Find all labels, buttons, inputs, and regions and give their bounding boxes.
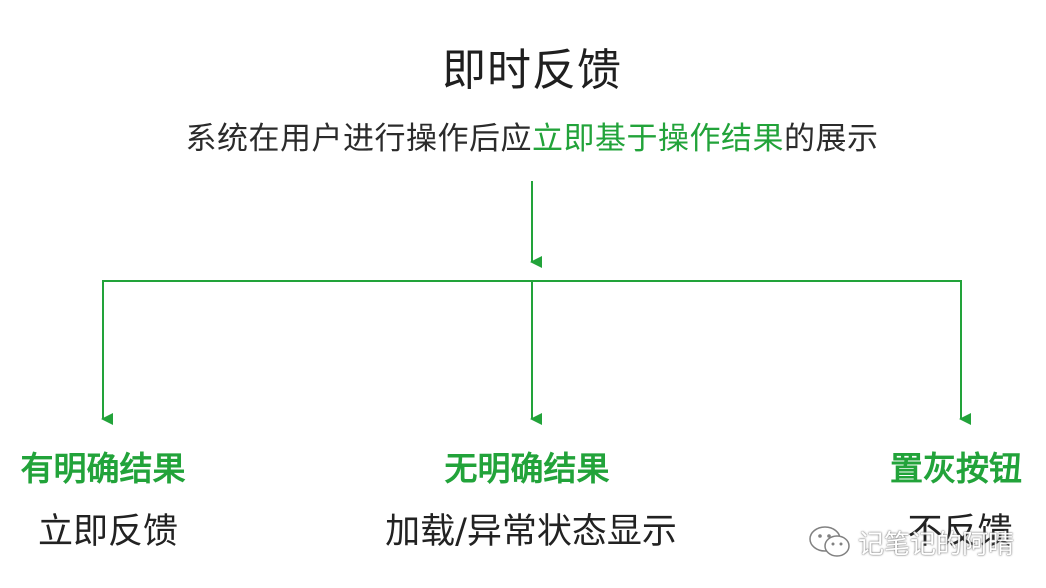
subtitle-text-after: 的展示 [784,121,879,157]
branch-title-clear-result: 有明确结果 [20,449,186,488]
branch-desc-no-clear-result: 加载/异常状态显示 [385,512,677,552]
watermark: 记笔记的阿晴 [808,522,1014,562]
diagram-subtitle: 系统在用户进行操作后应立即基于操作结果的展示 [0,113,1046,158]
subtitle-text-before: 系统在用户进行操作后应 [185,121,532,157]
diagram-title: 即时反馈 [442,45,622,96]
branch-desc-clear-result: 立即反馈 [37,512,179,552]
wechat-icon [809,526,850,557]
watermark-text: 记笔记的阿晴 [858,529,1015,560]
branch-desc-disabled-button: 不反馈 [907,512,1013,552]
branch-title-no-clear-result: 无明确结果 [444,449,610,488]
branch-title-disabled-button: 置灰按钮 [890,449,1022,488]
subtitle-highlight: 立即基于操作结果 [532,121,784,157]
